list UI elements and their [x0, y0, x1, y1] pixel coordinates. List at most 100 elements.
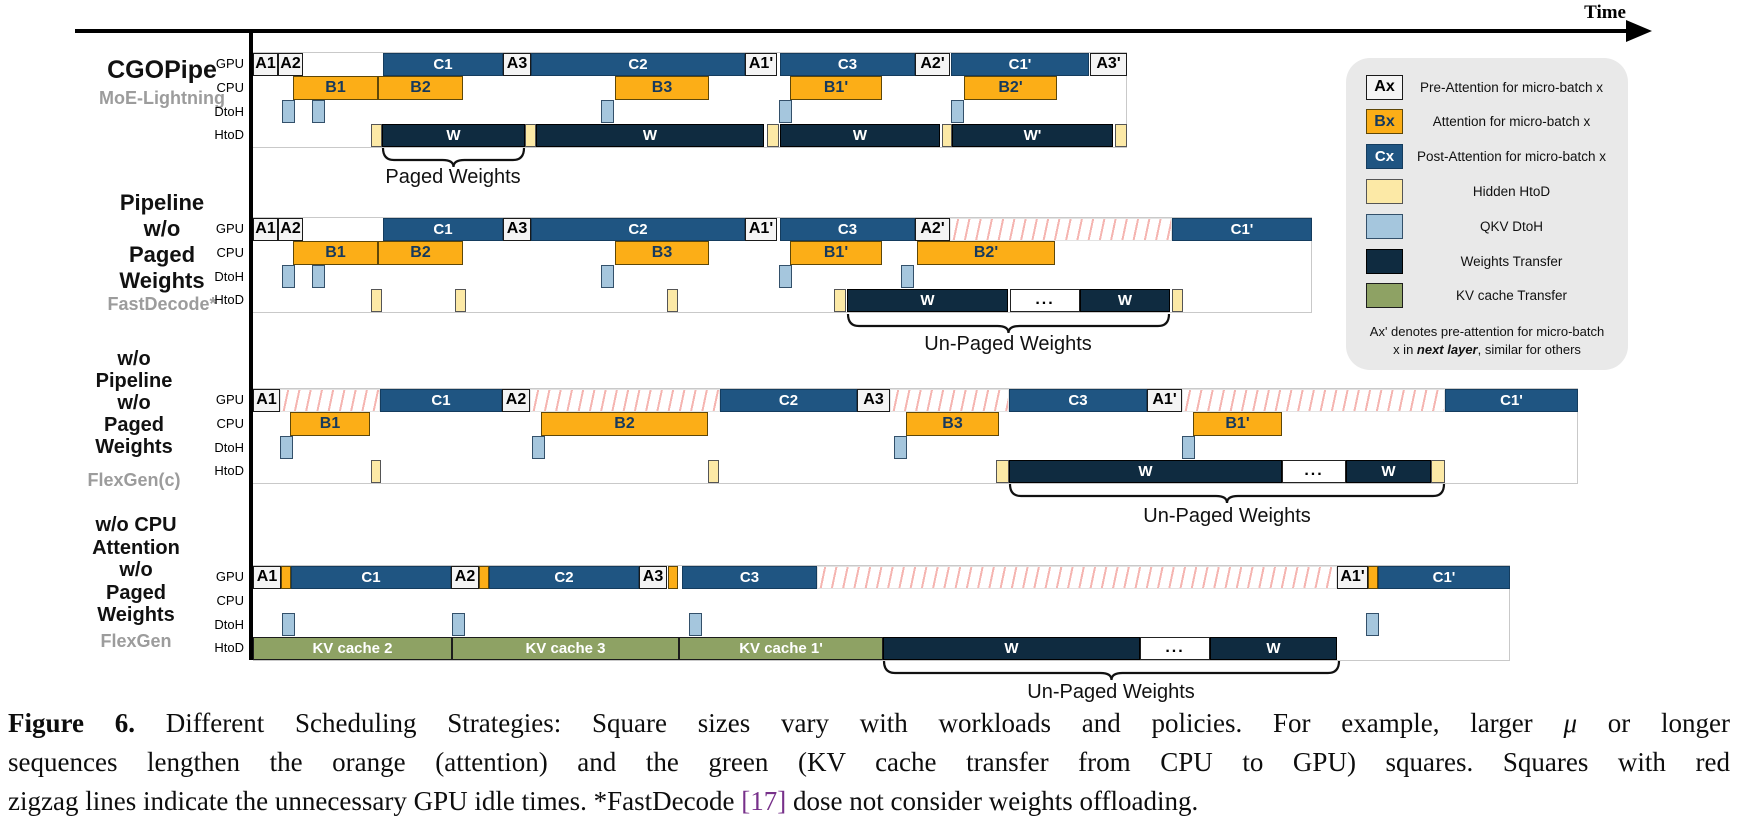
legend-item: Hidden HtoD — [1366, 178, 1612, 204]
bar-...: ... — [1010, 288, 1080, 312]
bar-att — [281, 565, 291, 589]
row-label-cpu: CPU — [216, 79, 244, 95]
legend-item: KV cache Transfer — [1366, 283, 1612, 309]
bar-KV cache 2: KV cache 2 — [253, 636, 452, 660]
bar-C2: C2 — [720, 388, 857, 412]
row-label-dtoh: DtoH — [214, 439, 244, 455]
bar-B1': B1' — [1193, 412, 1282, 436]
row-label-cpu: CPU — [216, 592, 244, 608]
bar-B2': B2' — [964, 76, 1057, 100]
bar-qkv — [282, 100, 295, 124]
bar-B1: B1 — [293, 241, 378, 265]
bar-qkv — [452, 613, 465, 637]
legend-item: Weights Transfer — [1366, 248, 1612, 274]
bar-W: W — [847, 288, 1008, 312]
legend-swatch-hid — [1366, 178, 1403, 204]
bar-C3: C3 — [1009, 388, 1147, 412]
row-track-dtoh — [253, 99, 1127, 125]
bar-W: W — [1346, 459, 1431, 483]
caption-line: Figure 6. Different Scheduling Strategie… — [8, 708, 1730, 738]
group-subtitle-pipeline-wo-paged: FastDecode* — [107, 294, 217, 314]
bar-A3: A3 — [857, 388, 890, 412]
bar-A1': A1' — [1147, 388, 1182, 412]
bar-qkv — [689, 613, 702, 637]
caption-line: sequences lengthen the orange (attention… — [8, 747, 1730, 777]
brace-label: Un-Paged Weights — [1143, 505, 1311, 527]
bar-W: W — [1210, 636, 1337, 660]
bar-W': W' — [952, 123, 1113, 147]
legend-item: QKV DtoH — [1366, 213, 1612, 239]
time-axis-label: Time — [1584, 2, 1626, 23]
bar-B2: B2 — [541, 412, 708, 436]
time-axis-line — [75, 29, 1628, 33]
group-title-cgopipe: CGOPipe — [107, 56, 217, 84]
legend-label: Weights Transfer — [1460, 253, 1563, 269]
bar-A1: A1 — [253, 388, 280, 412]
bar-B2: B2 — [378, 76, 463, 100]
bar-qkv — [779, 100, 792, 124]
legend-swatch-kv — [1366, 283, 1403, 309]
bar-A3': A3' — [1090, 52, 1127, 76]
legend-label: Attention for micro-batch x — [1432, 114, 1591, 130]
bar-A2': A2' — [915, 52, 950, 76]
row-label-gpu: GPU — [215, 221, 244, 236]
bar-hid — [371, 123, 382, 147]
bar-hid — [455, 288, 466, 312]
bar-A3: A3 — [503, 217, 531, 241]
bar-A2: A2 — [502, 388, 530, 412]
bar-C3: C3 — [780, 217, 915, 241]
bar-hid — [708, 459, 719, 483]
group-subtitle-wo-cpu-attention: FlexGen — [100, 631, 172, 651]
legend-swatch-post: Cx — [1366, 144, 1403, 170]
bar-C1': C1' — [951, 52, 1089, 76]
bar-C1: C1 — [380, 388, 502, 412]
legend-swatch-att: Bx — [1366, 109, 1403, 135]
brace — [1008, 483, 1446, 504]
bar-hid — [667, 288, 678, 312]
legend-label: Pre-Attention for micro-batch x — [1419, 79, 1604, 95]
bar-W: W — [1009, 459, 1282, 483]
brace — [882, 660, 1341, 681]
bar-C1: C1 — [291, 565, 451, 589]
bar-B3: B3 — [906, 412, 999, 436]
row-label-gpu: GPU — [215, 392, 244, 407]
bar-A3: A3 — [503, 52, 531, 76]
bar-qkv — [1182, 436, 1195, 460]
bar-idle — [530, 388, 720, 412]
brace — [846, 313, 1171, 334]
bar-B1: B1 — [290, 412, 370, 436]
bar-A2': A2' — [915, 217, 950, 241]
bar-W: W — [780, 123, 940, 147]
bar-idle — [1182, 388, 1445, 412]
bar-B3: B3 — [615, 241, 709, 265]
row-label-dtoh: DtoH — [214, 268, 244, 284]
bar-qkv — [282, 265, 295, 289]
bar-hid — [525, 123, 536, 147]
row-track-dtoh — [253, 612, 1510, 638]
bar-qkv — [951, 100, 964, 124]
bar-qkv — [894, 436, 907, 460]
bar-idle — [890, 388, 1009, 412]
bar-qkv — [1366, 613, 1379, 637]
legend-label: Hidden HtoD — [1472, 183, 1551, 199]
bar-W: W — [883, 636, 1140, 660]
bar-idle — [817, 565, 1337, 589]
bar-W: W — [382, 123, 525, 147]
bar-qkv — [601, 265, 614, 289]
bar-KV cache 3: KV cache 3 — [452, 636, 679, 660]
bar-qkv — [312, 100, 325, 124]
bar-att — [479, 565, 489, 589]
brace-label: Un-Paged Weights — [1027, 681, 1195, 703]
row-label-dtoh: DtoH — [214, 616, 244, 632]
bar-C2: C2 — [531, 217, 745, 241]
bar-C1: C1 — [383, 52, 503, 76]
bar-hid — [767, 123, 779, 147]
row-label-dtoh: DtoH — [214, 103, 244, 119]
bar-B2': B2' — [917, 241, 1055, 265]
bar-att — [668, 565, 678, 589]
bar-hid — [1115, 123, 1127, 147]
y-axis-line — [249, 29, 253, 660]
